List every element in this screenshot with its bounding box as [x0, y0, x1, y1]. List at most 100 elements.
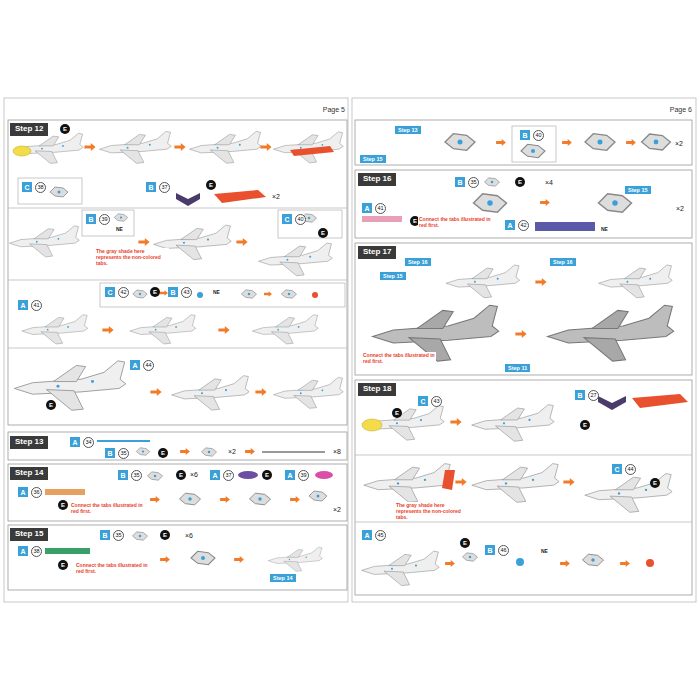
sheet-letter: B — [455, 177, 465, 187]
node-text: A — [364, 205, 369, 212]
e-marker: E — [150, 287, 160, 297]
part-number: 42 — [118, 287, 129, 298]
e-marker: E — [60, 124, 70, 134]
label-text: ×4 — [545, 179, 553, 186]
step-reference-tag: Step 11 — [505, 364, 530, 372]
sheet-letter: A — [70, 437, 80, 447]
part-number: 42 — [518, 220, 529, 231]
node-text: 36 — [33, 490, 39, 496]
note-text: Connect the tabs illustrated in red firs… — [362, 352, 436, 366]
node-text: E — [321, 230, 325, 236]
node-text: 35 — [115, 533, 121, 539]
label-text: Connect the tabs illustrated in red firs… — [363, 353, 435, 365]
e-marker: E — [158, 448, 168, 458]
node-text: B — [487, 547, 492, 554]
node-text: C — [284, 216, 289, 223]
node-text: 44 — [627, 467, 633, 473]
sheet-letter: B — [168, 287, 178, 297]
node-text: 35 — [120, 451, 126, 457]
node-text: E — [63, 126, 67, 132]
e-marker: E — [58, 560, 68, 570]
part-number: 45 — [375, 530, 386, 541]
label-text: Connect the tabs illustrated in red firs… — [419, 217, 491, 229]
node-text: A — [20, 489, 25, 496]
part-number: 46 — [498, 545, 509, 556]
part-number: 41 — [31, 300, 42, 311]
node-text: 40 — [535, 133, 541, 139]
label-text: ×6 — [185, 532, 193, 539]
node-text: E — [61, 502, 65, 508]
part-number: 41 — [375, 203, 386, 214]
step-reference-tag: Step 15 — [380, 272, 406, 280]
step-header: Step 17 — [358, 246, 396, 259]
sheet-letter: B — [86, 214, 96, 224]
e-marker: E — [392, 408, 402, 418]
step-header: Step 12 — [10, 123, 48, 136]
node-text: 43 — [433, 399, 439, 405]
quantity-mark: ×2 — [272, 193, 280, 200]
sheet-letter: A — [505, 220, 515, 230]
part-number: 37 — [223, 470, 234, 481]
node-text: Step 15 — [15, 530, 43, 539]
label-text: The gray shade here represents the non-c… — [396, 503, 468, 520]
e-marker: E — [580, 420, 590, 430]
node-text: 38 — [33, 549, 39, 555]
node-text: A — [20, 302, 25, 309]
label-text: NE — [541, 548, 548, 554]
sheet-letter: C — [22, 182, 32, 192]
part-number: 44 — [625, 464, 636, 475]
node-text: A — [507, 222, 512, 229]
node-text: C — [420, 398, 425, 405]
node-text: C — [24, 184, 29, 191]
node-text: 43 — [183, 290, 189, 296]
label-text: ×2 — [333, 506, 341, 513]
node-text: 39 — [300, 473, 306, 479]
node-text: E — [463, 540, 467, 546]
e-marker: E — [46, 400, 56, 410]
part-number: 27 — [588, 390, 599, 401]
quantity-mark: ×2 — [676, 205, 684, 212]
label-text: NE — [116, 226, 123, 232]
part-number: 40 — [295, 214, 306, 225]
part-number: 40 — [533, 130, 544, 141]
label-text: Page 6 — [670, 106, 692, 113]
node-text: Step 14 — [15, 469, 43, 478]
step-reference-tag: Step 15 — [360, 155, 386, 163]
node-text: Step 17 — [363, 248, 391, 257]
sheet-letter: A — [285, 470, 295, 480]
sheet-letter: B — [575, 390, 585, 400]
node-text: Step 13 — [15, 438, 43, 447]
label-text: Page 5 — [323, 106, 345, 113]
node-text: E — [653, 480, 657, 486]
part-number: 35 — [113, 530, 124, 541]
orientation-mark: NE — [600, 226, 609, 232]
sheet-letter: B — [485, 545, 495, 555]
node-text: Step 13 — [398, 127, 418, 133]
orientation-mark: NE — [115, 226, 124, 232]
node-text: Step 14 — [273, 575, 293, 581]
sheet-letter: A — [362, 203, 372, 213]
node-text: 39 — [101, 217, 107, 223]
node-text: A — [364, 532, 369, 539]
node-text: Step 15 — [628, 187, 648, 193]
node-text: E — [49, 402, 53, 408]
node-text: 34 — [85, 440, 91, 446]
e-marker: E — [206, 180, 216, 190]
step-header: Step 14 — [10, 467, 48, 480]
node-text: Step 15 — [363, 156, 383, 162]
label-text: The gray shade here represents the non-c… — [96, 249, 168, 266]
node-text: 44 — [145, 363, 151, 369]
sheet-letter: B — [100, 530, 110, 540]
node-text: 41 — [377, 206, 383, 212]
part-number: 34 — [83, 437, 94, 448]
label-text: ×2 — [272, 193, 280, 200]
node-text: E — [265, 472, 269, 478]
node-text: 35 — [133, 473, 139, 479]
e-marker: E — [176, 470, 186, 480]
step-header: Step 18 — [358, 383, 396, 396]
sheet-letter: A — [18, 300, 28, 310]
part-number: 39 — [99, 214, 110, 225]
part-number: 43 — [181, 287, 192, 298]
label-text: ×2 — [675, 140, 683, 147]
step-header: Step 13 — [10, 436, 48, 449]
